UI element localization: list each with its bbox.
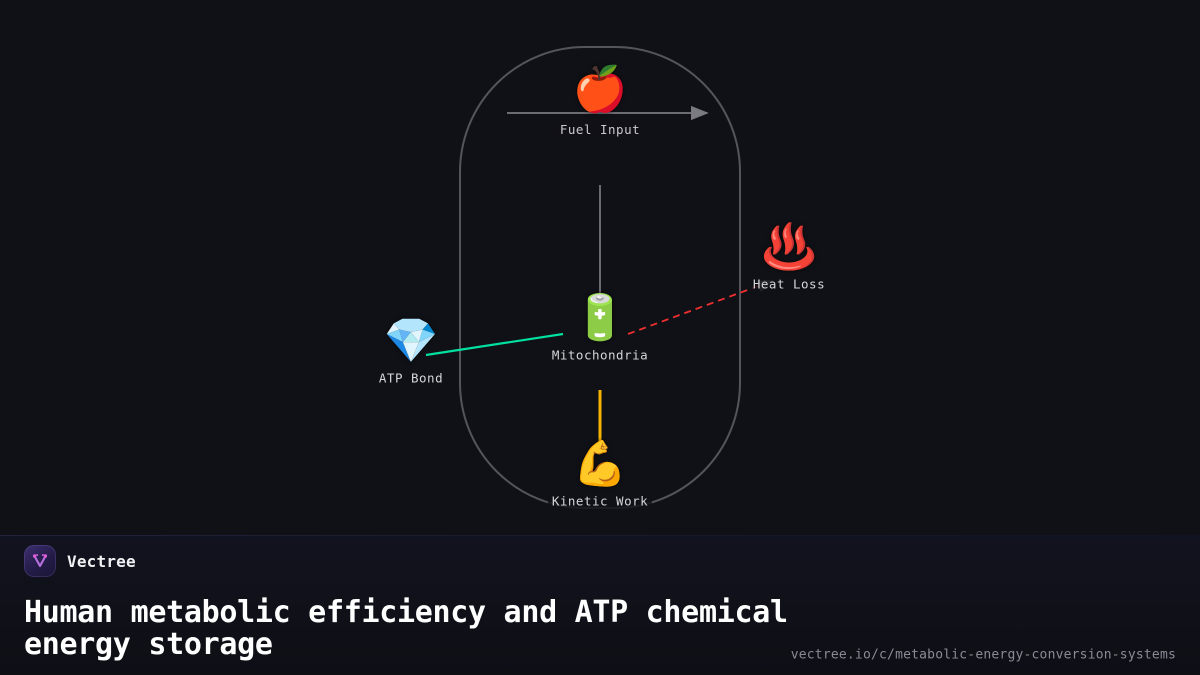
edge-mitochondria-to-heat [627,280,774,335]
diagram-canvas[interactable]: Fuel Input 🍎 🔋 Mitochondria 💎 ATP Bond ♨… [0,0,1200,535]
battery-emoji-icon: 🔋 [572,292,628,344]
node-heat-loss[interactable]: ♨️ Heat Loss [748,221,830,293]
vectree-logo-icon [24,545,56,577]
node-label-atp-bond: ATP Bond [374,369,448,387]
node-label-kinetic-work: Kinetic Work [547,492,653,510]
node-fuel[interactable]: 🍎 [573,68,628,112]
gem-emoji-icon: 💎 [383,315,439,367]
footer-bar: Vectree Human metabolic efficiency and A… [0,535,1200,675]
node-kinetic-work[interactable]: 💪 Kinetic Work [547,438,653,510]
apple-emoji-icon: 🍎 [572,64,628,115]
node-label-heat-loss: Heat Loss [748,275,830,293]
node-atp-bond[interactable]: 💎 ATP Bond [374,315,448,387]
node-label-mitochondria: Mitochondria [547,346,653,364]
edge-mitochondria-to-atp [425,332,564,357]
brand-name: Vectree [67,551,136,571]
flexed-biceps-emoji-icon: 💪 [572,438,628,490]
edge-label-fuel-input: Fuel Input [554,121,646,138]
brand[interactable]: Vectree [24,545,136,577]
hot-springs-emoji-icon: ♨️ [761,221,817,273]
node-mitochondria[interactable]: 🔋 Mitochondria [547,292,653,364]
source-url: vectree.io/c/metabolic-energy-conversion… [790,647,1176,663]
vectree-glyph [32,554,48,568]
page-title: Human metabolic efficiency and ATP chemi… [24,595,788,662]
